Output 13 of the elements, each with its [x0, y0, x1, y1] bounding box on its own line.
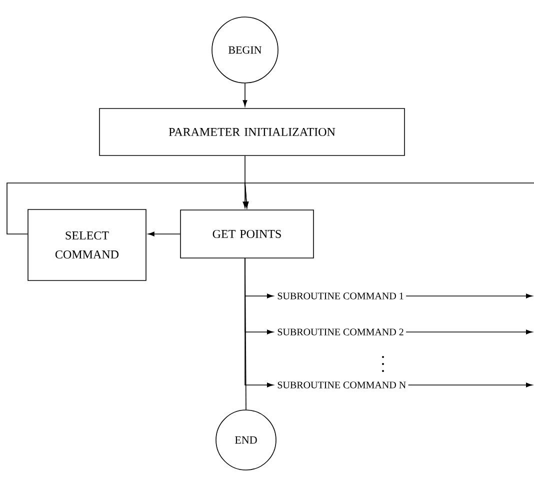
process-box: PARAMETER INITIALIZATION [99, 108, 405, 156]
arrow [242, 156, 248, 208]
process-box: SELECT COMMAND [28, 209, 146, 281]
arrow [242, 83, 248, 107]
arrow [406, 330, 532, 334]
command-label: SUBROUTINE COMMAND 2 [278, 328, 404, 336]
command-label: SUBROUTINE COMMAND 1 [278, 292, 404, 300]
arrow [148, 232, 180, 236]
process-box: GET POINTS [180, 210, 314, 258]
arrow [406, 294, 532, 298]
arrow [408, 382, 532, 388]
arrow [244, 182, 534, 208]
command-label: SUBROUTINE COMMAND N [278, 382, 406, 388]
